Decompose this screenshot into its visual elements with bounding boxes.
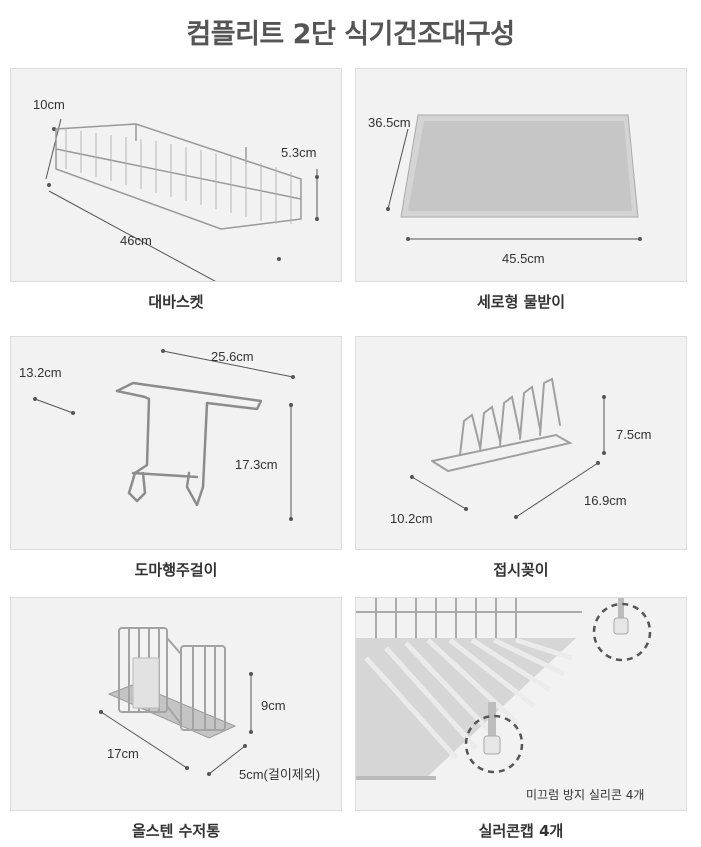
drip-tray-width-label: 45.5cm [502,251,545,266]
towel-rack-illustration [33,349,295,521]
towel-rack-depth-label: 13.2cm [19,365,62,380]
drip-tray-illustration [386,114,642,241]
silicone-caps-note: 미끄럼 방지 실리콘 4개 [526,788,645,802]
plate-holder-illustration [410,377,606,519]
plate-holder-depth-label: 10.2cm [390,511,433,526]
basket-caption: 대바스켓 [148,293,204,311]
plate-holder-height-label: 7.5cm [616,427,652,442]
utensil-holder-illustration [99,627,253,776]
utensil-holder-panel: 9cm 17cm 5cm(걸이제외) [10,597,342,811]
towel-rack-width-label: 25.6cm [211,349,254,364]
utensil-holder-width-label: 17cm [107,746,139,761]
basket-height-label: 5.3cm [281,145,317,160]
drip-tray-caption: 세로형 물받이 [476,293,566,311]
towel-rack-panel: 13.2cm 25.6cm 17.3cm [10,336,342,550]
silicone-caps-illustration [356,598,652,780]
towel-rack-height-label: 17.3cm [235,457,278,472]
towel-rack-caption: 도마행주걸이 [134,561,218,579]
drip-tray-panel: 36.5cm 45.5cm [355,68,687,282]
plate-holder-panel: 7.5cm 10.2cm 16.9cm [355,336,687,550]
drip-tray-depth-label: 36.5cm [368,115,411,130]
basket-illustration [45,118,319,281]
utensil-holder-depth-label: 5cm(걸이제외) [239,767,321,782]
plate-holder-width-label: 16.9cm [584,493,627,508]
page-title: 컴플리트 2단 식기건조대구성 [186,19,515,50]
utensil-holder-height-label: 9cm [261,698,286,713]
basket-depth-label: 10cm [33,97,65,112]
basket-panel: 10cm 5.3cm 46cm [10,68,342,282]
basket-width-label: 46cm [120,233,152,248]
plate-holder-caption: 접시꽂이 [493,561,549,579]
utensil-holder-caption: 올스텐 수저통 [131,822,221,840]
silicone-caps-caption: 실러콘캡 4개 [478,822,564,840]
silicone-caps-panel: 미끄럼 방지 실리콘 4개 [355,597,687,811]
